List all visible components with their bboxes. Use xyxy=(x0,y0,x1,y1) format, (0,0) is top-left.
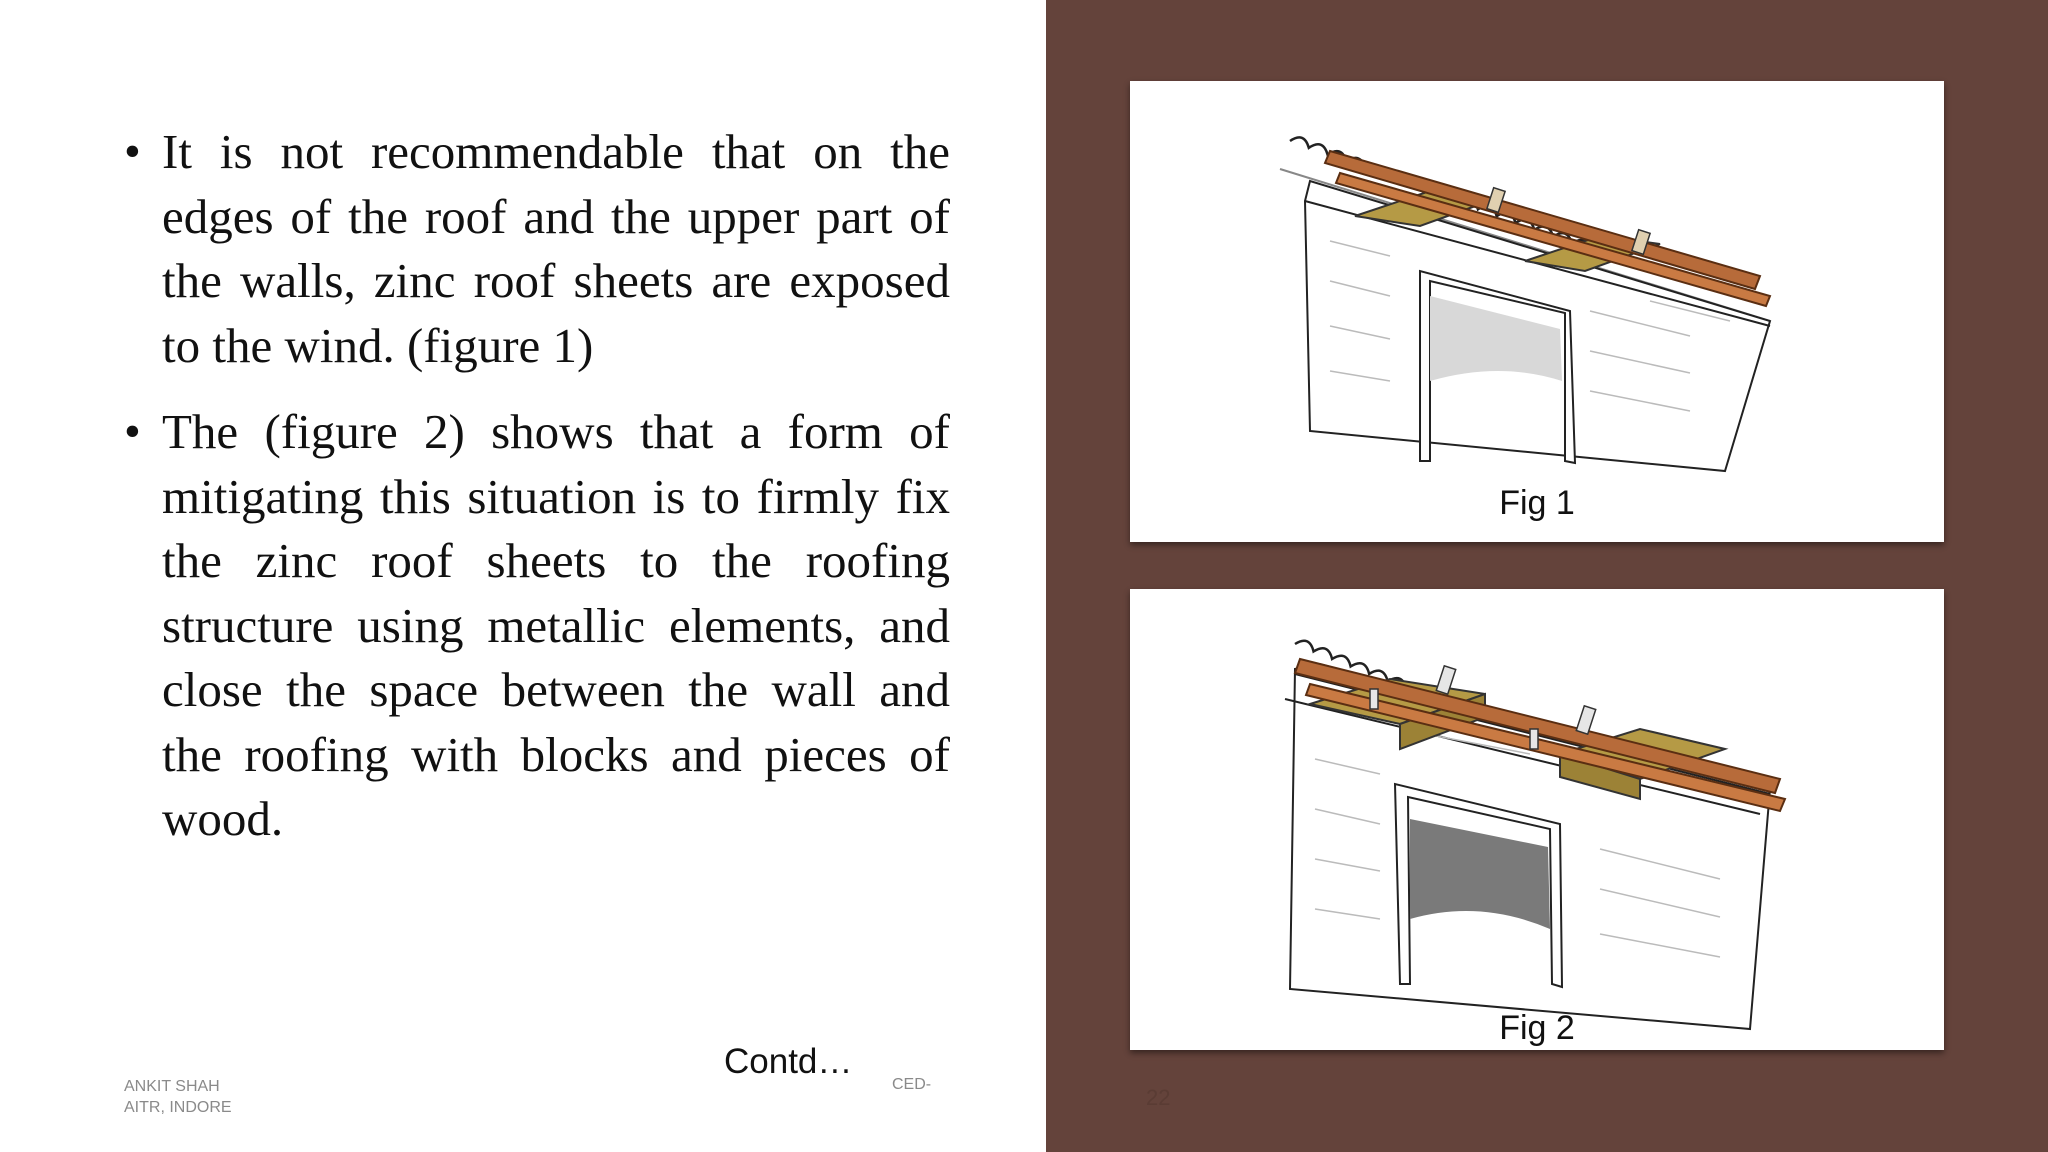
figure-2-caption: Fig 2 xyxy=(1499,1009,1575,1047)
footer-course-code: CED- xyxy=(892,1076,932,1093)
bullet-list: • It is not recommendable that on the ed… xyxy=(120,120,950,874)
bullet-item: • The (figure 2) shows that a form of mi… xyxy=(120,400,950,852)
continued-label: Contd… xyxy=(724,1042,853,1081)
slide-number: 22 xyxy=(1146,1085,1171,1110)
bullet-symbol: • xyxy=(124,125,141,178)
figure-1-illustration xyxy=(1279,136,1772,473)
bullet-item: • It is not recommendable that on the ed… xyxy=(120,120,950,378)
footer-author: ANKIT SHAH AITR, INDORE xyxy=(124,1076,232,1118)
figure-1-card: Fig 1 xyxy=(1130,81,1944,542)
footer-author-institute: AITR, INDORE xyxy=(124,1099,232,1116)
bullet-text: It is not recommendable that on the edge… xyxy=(162,124,950,373)
bullet-text: The (figure 2) shows that a form of miti… xyxy=(162,404,950,846)
bullet-symbol: • xyxy=(124,405,141,458)
text-panel: • It is not recommendable that on the ed… xyxy=(120,120,950,1118)
footer-author-name: ANKIT SHAH xyxy=(124,1078,220,1095)
figure-2-card: Fig 2 xyxy=(1130,589,1944,1050)
figure-1-caption: Fig 1 xyxy=(1499,484,1575,522)
figure-2-illustration xyxy=(1284,639,1787,1031)
